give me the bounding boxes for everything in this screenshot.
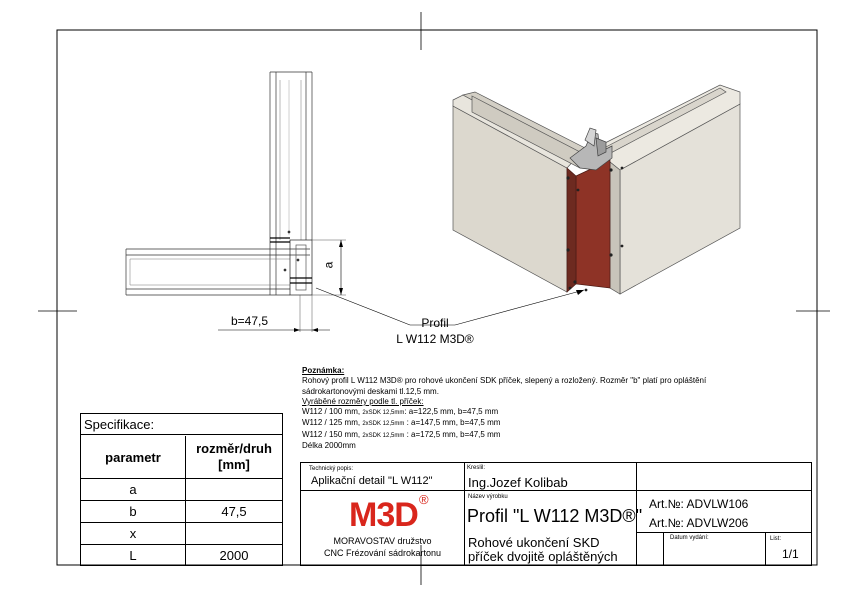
tech-description-label: Technický popis: xyxy=(309,466,354,472)
sheet-label: List: xyxy=(770,536,782,542)
spec-row-b: b 47,5 xyxy=(81,500,282,522)
issue-date-label: Datum vydání: xyxy=(670,535,709,541)
company-service: CNC Frézování sádrokartonu xyxy=(323,548,442,558)
m3d-logo: M3D ® xyxy=(349,492,429,534)
dimension-b-label: b=47,5 xyxy=(231,314,269,328)
drawn-by-value: Ing.Jozef Kolibab xyxy=(468,475,568,490)
profile-callout-line2: L W112 M3D® xyxy=(396,332,474,346)
drawn-by-label: Kreslil: xyxy=(467,465,486,471)
note-length: Délka 2000mm xyxy=(302,441,356,451)
spec-col-parameter: parametr xyxy=(105,449,161,465)
product-description-line2: příček dvojitě opláštěných xyxy=(468,549,618,564)
note-subtitle: Vyráběné rozměry podle tl. příček: xyxy=(302,396,424,406)
article-number-1: Art.№: ADVLW106 xyxy=(649,497,749,511)
tech-description-value: Aplikační detail "L W112" xyxy=(311,475,433,487)
product-description-line1: Rohové ukončení SKD xyxy=(468,535,600,550)
dimension-a-label: a xyxy=(321,261,336,269)
note-title: Poznámka: xyxy=(302,366,345,375)
note-line-2: sádrokartonovými deskami tl.12,5 mm. xyxy=(302,386,439,396)
spec-row-l: L 2000 xyxy=(81,544,282,566)
profile-callout-line1: Profil xyxy=(421,316,449,330)
article-number-2: Art.№: ADVLW206 xyxy=(649,516,749,530)
spec-title: Specifikace: xyxy=(81,414,282,435)
note-row-3: W112 / 150 mm, 2xSDK 12,5mm : a=172,5 mm… xyxy=(302,429,501,439)
note-block: Poznámka: Rohový profil L W112 M3D® pro … xyxy=(302,366,802,451)
spec-row-x: x xyxy=(81,522,282,544)
note-row-2: W112 / 125 mm, 2xSDK 12,5mm : a=147,5 mm… xyxy=(302,418,501,428)
spec-row-a: a xyxy=(81,478,282,500)
company-name: MORAVOSTAV družstvo xyxy=(333,536,432,546)
sheet-value: 1/1 xyxy=(782,547,799,561)
product-name-value: Profil "L W112 M3D®" xyxy=(467,506,643,526)
note-line-1: Rohový profil L W112 M3D® pro rohové uko… xyxy=(302,376,707,386)
spec-col-dimension: rozměr/druh[mm] xyxy=(196,441,272,472)
specification-table: Specifikace: parametr rozměr/druh[mm] a … xyxy=(80,413,283,566)
title-block: Technický popis: Aplikační detail "L W11… xyxy=(300,462,812,566)
plan-detail-drawing xyxy=(125,71,585,332)
note-row-1: W112 / 100 mm, 2xSDK 12,5mm: a=122,5 mm,… xyxy=(302,407,499,417)
product-name-label: Název výrobku xyxy=(468,494,508,500)
isometric-3d-model xyxy=(452,84,741,295)
